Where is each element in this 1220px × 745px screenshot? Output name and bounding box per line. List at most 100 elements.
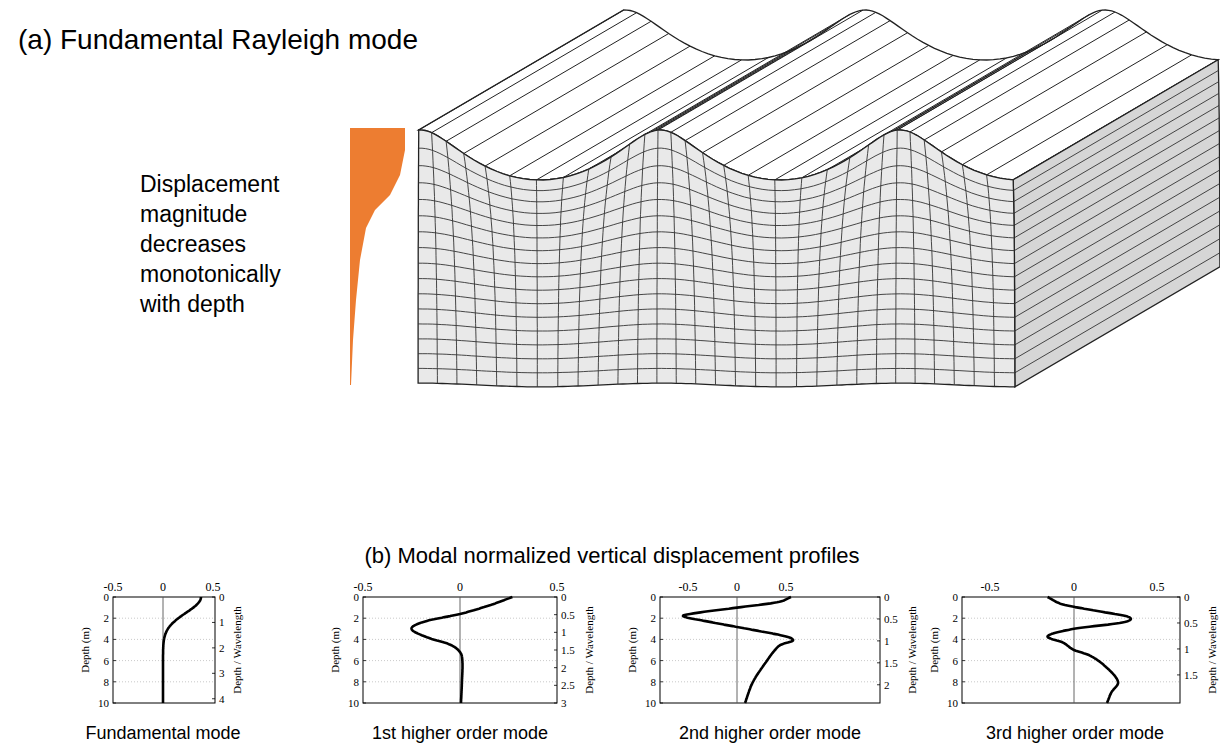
mesh-column — [748, 175, 756, 386]
surface-hatch — [645, 14, 850, 134]
tick — [877, 662, 880, 663]
tick — [1177, 648, 1180, 649]
tick — [660, 681, 663, 682]
depth-tick-label: 0 — [354, 591, 360, 604]
x-tick-label: 0 — [734, 581, 740, 595]
tick — [113, 681, 116, 682]
surface-hatch — [658, 10, 863, 130]
front-face — [418, 130, 1015, 387]
tick — [554, 650, 557, 651]
tick — [212, 698, 215, 699]
side-face — [1013, 60, 1220, 387]
surface-hatch — [897, 10, 1102, 130]
x-tick-label: 0.5 — [1150, 581, 1165, 595]
grid-line — [962, 618, 1180, 619]
mesh-row — [418, 309, 1015, 317]
tick — [962, 681, 965, 682]
depth-tick-label: 6 — [953, 654, 959, 667]
tick — [962, 639, 965, 640]
tick — [877, 640, 880, 641]
wavelength-tick-label: 1 — [884, 635, 890, 648]
mesh-column — [857, 145, 869, 384]
mesh-column — [618, 144, 630, 384]
tick — [554, 667, 557, 668]
side-line — [1015, 225, 1220, 345]
x-tick-label: 0 — [457, 581, 463, 595]
depth-tick-label: 6 — [104, 654, 110, 667]
tick — [1177, 674, 1180, 675]
mesh-row — [419, 148, 1014, 191]
tick — [212, 622, 215, 623]
tick — [1177, 622, 1180, 623]
tick — [877, 618, 880, 619]
side-line — [1015, 157, 1220, 277]
plot-frame — [962, 597, 1180, 703]
axis-title: Depth / Wavelength — [906, 606, 919, 694]
surface-hatch — [446, 21, 651, 141]
axis-title: Depth (m) — [329, 627, 342, 673]
tick — [212, 647, 215, 648]
annotation-text: Displacement magnitude decreases monoton… — [140, 170, 310, 319]
wavelength-tick-label: 0 — [219, 591, 225, 604]
surface-hatch — [685, 21, 890, 141]
mesh-row — [418, 200, 1014, 226]
depth-tick-label: 0 — [651, 591, 657, 604]
axis-title: Depth (m) — [928, 627, 941, 673]
mesh-row — [418, 339, 1015, 345]
depth-tick-label: 8 — [354, 675, 360, 688]
wavelength-tick-label: 0.5 — [561, 608, 575, 621]
wavelength-tick-label: 2 — [561, 661, 567, 674]
plot-caption: 3rd higher order mode — [986, 723, 1164, 744]
depth-tick-label: 4 — [953, 633, 959, 646]
grid-line — [660, 639, 880, 640]
mesh-column — [685, 141, 696, 384]
axis-title: Depth (m) — [79, 627, 92, 673]
depth-tick-label: 0 — [104, 591, 110, 604]
wavelength-tick-label: 0 — [884, 591, 890, 604]
tick — [113, 618, 116, 619]
mesh-column — [817, 170, 828, 386]
wavelength-tick-label: 1 — [561, 626, 567, 639]
wavelength-tick-label: 0 — [561, 591, 567, 604]
tick — [660, 618, 663, 619]
wavelength-tick-label: 4 — [219, 692, 225, 705]
surface-hatch — [671, 12, 876, 132]
wavelength-tick-label: 0.5 — [1184, 617, 1198, 630]
side-line — [1014, 144, 1219, 264]
wavelength-tick-label: 0 — [1184, 591, 1190, 604]
mesh-column — [896, 130, 898, 383]
mesh-column — [797, 178, 802, 387]
side-line — [1014, 118, 1219, 238]
axis-title: Depth / Wavelength — [231, 606, 244, 694]
grid-line — [962, 681, 1180, 682]
mesh-row — [418, 324, 1015, 331]
depth-tick-label: 2 — [651, 612, 657, 625]
mesh-column — [775, 180, 776, 387]
tick — [554, 597, 557, 598]
tick — [554, 632, 557, 633]
mesh-row — [418, 183, 1014, 214]
tick — [660, 639, 663, 640]
depth-tick-label: 8 — [651, 675, 657, 688]
mesh-column — [941, 152, 954, 385]
plot-caption: 1st higher order mode — [372, 723, 548, 744]
tick — [962, 597, 965, 598]
mode-curve — [412, 597, 513, 703]
surface-hatch — [432, 13, 637, 133]
plot-frame — [660, 597, 880, 703]
tick — [962, 703, 965, 704]
depth-tick-label: 6 — [651, 654, 657, 667]
displacement-shape — [350, 128, 405, 385]
tick — [113, 639, 116, 640]
x-tick-label: 0 — [160, 581, 166, 595]
mesh-row — [418, 263, 1014, 277]
x-tick-label: 0.5 — [206, 581, 221, 595]
wavelength-tick-label: 2 — [219, 642, 225, 655]
tick — [113, 660, 116, 661]
surface-hatch — [884, 15, 1089, 135]
wavelength-tick-label: 1.5 — [1184, 669, 1198, 682]
axis-title: Depth (m) — [626, 627, 639, 673]
depth-tick-label: 10 — [348, 697, 359, 710]
mesh-row — [418, 248, 1014, 264]
